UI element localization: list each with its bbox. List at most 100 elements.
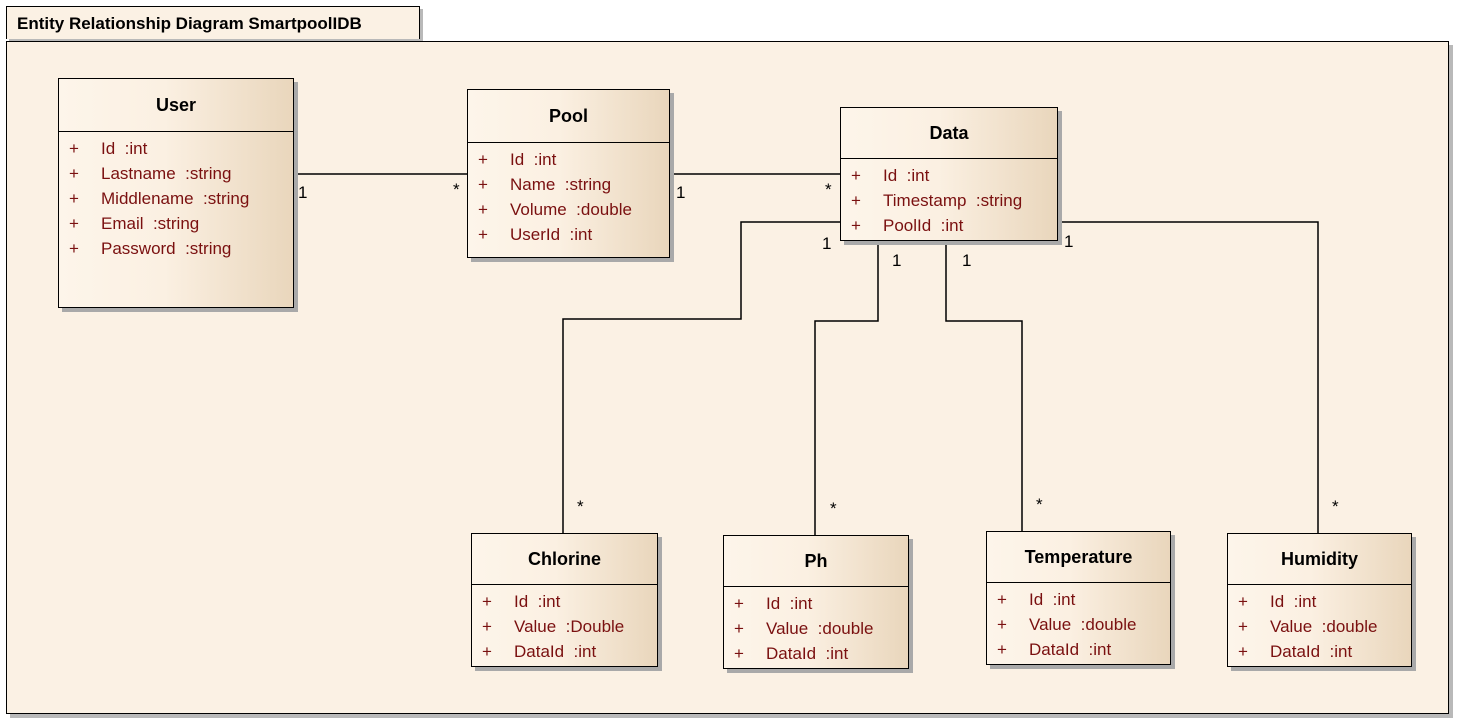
visibility-marker: +: [478, 175, 488, 194]
visibility-marker: +: [1238, 617, 1248, 636]
attribute-row: +Value :double: [1228, 615, 1411, 640]
multiplicity-data-temperature-target: *: [1036, 495, 1043, 514]
entity-ph-attributes: +Id :int + Value :double + DataId :int: [724, 587, 908, 667]
attribute-row: + Id :int: [472, 590, 657, 615]
attribute-text: DataId :int: [1270, 642, 1353, 661]
attribute-row: +Id :int: [468, 148, 669, 173]
visibility-marker: +: [478, 200, 488, 219]
attribute-row: +Id :int: [987, 588, 1170, 613]
attribute-row: + Value :double: [724, 617, 908, 642]
visibility-marker: +: [734, 619, 744, 638]
attribute-text: Middlename :string: [101, 189, 250, 208]
visibility-marker: +: [482, 642, 492, 661]
attribute-text: DataId :int: [1029, 640, 1112, 659]
entity-pool-name: Pool: [468, 90, 669, 143]
multiplicity-data-humidity-target: *: [1332, 497, 1339, 516]
multiplicity-data-temperature-source: 1: [962, 251, 972, 270]
connector-data-ph: [814, 241, 879, 535]
attribute-text: Timestamp :string: [883, 191, 1023, 210]
attribute-row: + Timestamp :string: [841, 189, 1057, 214]
visibility-marker: +: [997, 640, 1007, 659]
attribute-text: UserId :int: [510, 225, 593, 244]
attribute-row: + Value :double: [987, 613, 1170, 638]
diagram-title: Entity Relationship Diagram SmartpoolIDB: [17, 14, 362, 33]
attribute-text: Password :string: [101, 239, 232, 258]
entity-temperature-name: Temperature: [987, 532, 1170, 583]
attribute-row: + Id :int: [1228, 590, 1411, 615]
entity-data-name: Data: [841, 108, 1057, 159]
visibility-marker: +: [69, 189, 79, 208]
entity-user[interactable]: User + Id :int + Lastname :string + Middlen…: [58, 78, 294, 308]
entity-chlorine[interactable]: Chlorine + Id :int + Value :Double +DataId…: [471, 533, 658, 667]
attribute-row: + Password :string: [59, 237, 293, 262]
entity-pool[interactable]: Pool +Id :int +Name :string +Volume :dou…: [467, 89, 670, 258]
attribute-text: Value :double: [766, 619, 874, 638]
attribute-row: +DataId :int: [472, 640, 657, 665]
entity-temperature[interactable]: Temperature +Id :int + Value :double + Dat…: [986, 531, 1171, 665]
visibility-marker: +: [734, 644, 744, 663]
attribute-row: + UserId :int: [468, 223, 669, 248]
entity-chlorine-attributes: + Id :int + Value :Double +DataId :int: [472, 585, 657, 665]
multiplicity-data-ph-target: *: [830, 499, 837, 518]
attribute-text: Id :int: [510, 150, 557, 169]
visibility-marker: +: [1238, 592, 1248, 611]
multiplicity-data-chlorine-target: *: [577, 497, 584, 516]
multiplicity-data-ph-source: 1: [892, 251, 902, 270]
visibility-marker: +: [482, 592, 492, 611]
attribute-text: Id :int: [1029, 590, 1076, 609]
entity-data-attributes: + Id :int + Timestamp :string + PoolId :int: [841, 159, 1057, 239]
entity-user-name: User: [59, 79, 293, 132]
attribute-text: Value :double: [1029, 615, 1137, 634]
multiplicity-pool-data-source: 1: [676, 183, 686, 202]
connector-data-chlorine: [562, 221, 840, 533]
attribute-text: Volume :double: [510, 200, 632, 219]
visibility-marker: +: [69, 239, 79, 258]
attribute-row: + Id :int: [59, 137, 293, 162]
attribute-row: + Id :int: [841, 164, 1057, 189]
attribute-text: Id :int: [101, 139, 148, 158]
attribute-text: Lastname :string: [101, 164, 232, 183]
attribute-row: + Lastname :string: [59, 162, 293, 187]
entity-data[interactable]: Data + Id :int + Timestamp :string + PoolId…: [840, 107, 1058, 241]
visibility-marker: +: [851, 166, 861, 185]
entity-ph[interactable]: Ph +Id :int +Value :double +DataId :int: [723, 535, 909, 669]
visibility-marker: +: [69, 139, 79, 158]
visibility-marker: +: [482, 617, 492, 636]
attribute-row: + PoolId :int: [841, 214, 1057, 239]
attribute-row: + Volume :double: [468, 198, 669, 223]
connector-data-temperature: [945, 241, 1023, 531]
visibility-marker: +: [69, 164, 79, 183]
connector-data-humidity: [1058, 221, 1319, 533]
attribute-row: + DataId :int: [724, 642, 908, 667]
attribute-row: + Value :Double: [472, 615, 657, 640]
multiplicity-pool-data-target: *: [825, 180, 832, 199]
visibility-marker: +: [1238, 642, 1248, 661]
entity-chlorine-name: Chlorine: [472, 534, 657, 585]
entity-humidity-attributes: + Id :int +Value :double + DataId :int: [1228, 585, 1411, 665]
attribute-row: +Id :int: [724, 592, 908, 617]
attribute-text: Name :string: [510, 175, 612, 194]
entity-pool-attributes: +Id :int +Name :string +Volume :double +…: [468, 143, 669, 248]
visibility-marker: +: [851, 191, 861, 210]
attribute-row: + Name :string: [468, 173, 669, 198]
entity-humidity-name: Humidity: [1228, 534, 1411, 585]
attribute-text: Id :int: [514, 592, 561, 611]
attribute-text: Value :Double: [514, 617, 625, 636]
multiplicity-data-humidity-source: 1: [1064, 232, 1074, 251]
multiplicity-user-pool-target: *: [453, 180, 460, 199]
visibility-marker: +: [734, 594, 744, 613]
entity-temperature-attributes: +Id :int + Value :double + DataId :int: [987, 583, 1170, 663]
entity-humidity[interactable]: Humidity + Id :int +Value :double + DataId…: [1227, 533, 1412, 667]
attribute-text: Id :int: [1270, 592, 1317, 611]
attribute-text: DataId :int: [766, 644, 849, 663]
attribute-text: PoolId :int: [883, 216, 964, 235]
multiplicity-data-chlorine-source: 1: [822, 234, 832, 253]
visibility-marker: +: [997, 615, 1007, 634]
visibility-marker: +: [851, 216, 861, 235]
entity-user-attributes: + Id :int + Lastname :string + Middlename :…: [59, 132, 293, 262]
visibility-marker: +: [478, 225, 488, 244]
attribute-row: + DataId :int: [987, 638, 1170, 663]
attribute-row: + DataId :int: [1228, 640, 1411, 665]
attribute-text: Id :int: [883, 166, 930, 185]
